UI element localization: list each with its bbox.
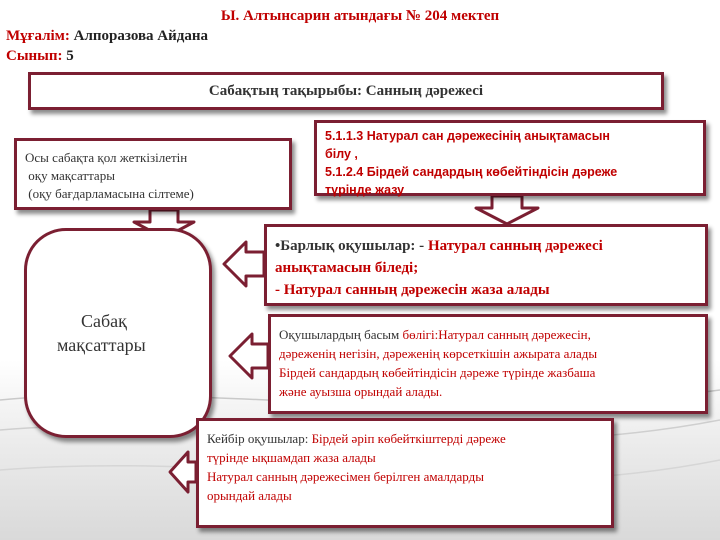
objectives-label-box: Осы сабақта қол жеткізілетін оқу мақсатт… — [14, 138, 292, 210]
some-students-box: Кейбір оқушылар: Бірдей әріп көбейткіште… — [196, 418, 614, 528]
left-arrow-middle — [228, 332, 270, 380]
objectives-label-line: оқу мақсаттары — [25, 168, 115, 183]
lesson-topic: Сабақтың тақырыбы: Санның дәрежесі — [208, 83, 484, 99]
most-students-text: Бірдей сандардың көбейтіндісін дәреже тү… — [279, 365, 596, 380]
code-line: түрінде жазу — [325, 183, 405, 197]
code-line: 5.1.2.4 Бірдей сандардың көбейтіндісін д… — [325, 165, 618, 179]
code-line: 5.1.1.3 Натурал сан дәрежесінің анықтама… — [325, 129, 610, 143]
most-students-text: дәреженің негізін, дәреженің көрсеткішін… — [279, 346, 598, 361]
all-students-text: - Натурал санның дәрежесін жаза алады — [275, 282, 550, 298]
lesson-topic-box: Сабақтың тақырыбы: Санның дәрежесі — [28, 72, 664, 110]
school-title: Ы. Алтынсарин атындағы № 204 мектеп — [220, 8, 500, 24]
down-arrow-right — [474, 194, 540, 226]
curriculum-codes-box: 5.1.1.3 Натурал сан дәрежесінің анықтама… — [314, 120, 706, 197]
teacher-key: Мұғалім: — [6, 28, 70, 44]
some-students-text: түрінде ықшамдап жаза алады — [207, 450, 376, 465]
class-key: Сынып: — [6, 48, 63, 64]
most-students-text: бөлігі:Натурал санның дәрежесін, — [402, 327, 591, 342]
lesson-goals-line2: мақсаттары — [57, 335, 146, 355]
class-line: Сынып: 5 — [6, 48, 74, 65]
all-students-text: анықтамасын біледі; — [275, 260, 419, 276]
all-students-box: •Барлық оқушылар: - Натурал санның дәреж… — [264, 224, 708, 306]
all-students-lead: •Барлық оқушылар: - — [275, 238, 428, 254]
lesson-goals-line1: Сабақ — [81, 311, 127, 331]
left-arrow-bottom — [168, 450, 198, 494]
most-students-lead: Оқушылардың басым — [279, 327, 403, 342]
class-value: 5 — [66, 48, 74, 64]
left-arrow-top — [222, 240, 266, 288]
some-students-text: орындай алады — [207, 488, 292, 503]
code-line: білу , — [325, 147, 358, 161]
objectives-label-line: Осы сабақта қол жеткізілетін — [25, 150, 188, 165]
lesson-goals-box: Сабақ мақсаттары — [24, 228, 212, 438]
most-students-box: Оқушылардың басым бөлігі:Натурал санның … — [268, 314, 708, 414]
most-students-text: және ауызша орындай алады. — [279, 384, 443, 399]
objectives-label-line: (оқу бағдарламасына сілтеме) — [25, 186, 194, 201]
some-students-lead: Кейбір оқушылар: — [207, 431, 309, 446]
teacher-line: Мұғалім: Алпоразова Айдана — [6, 28, 208, 45]
all-students-text: Натурал санның дәрежесі — [427, 238, 603, 254]
some-students-text: Бірдей әріп көбейткіштерді дәреже — [308, 431, 506, 446]
some-students-text: Натурал санның дәрежесімен берілген амал… — [207, 469, 484, 484]
teacher-name: Алпоразова Айдана — [73, 28, 209, 44]
